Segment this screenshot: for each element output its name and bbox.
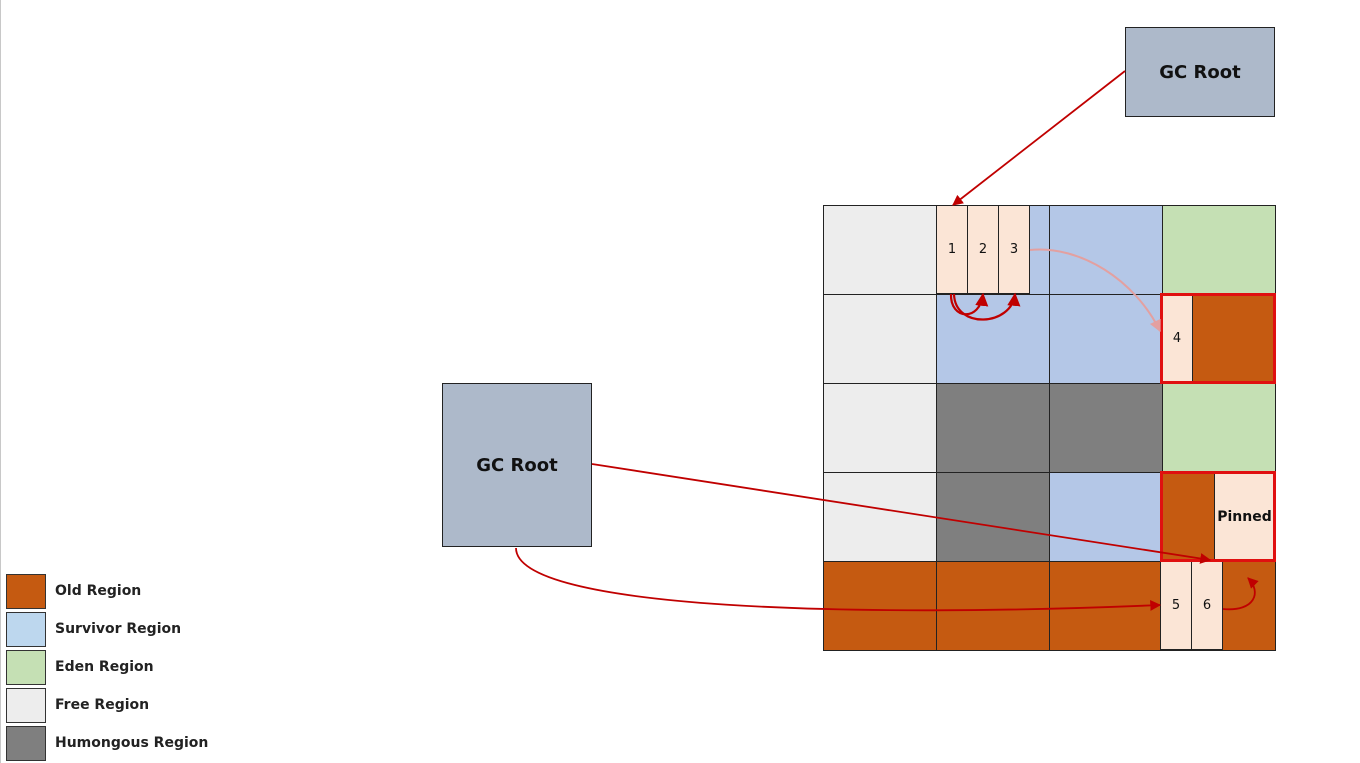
humongous-region-cell	[1049, 383, 1163, 473]
gc-root-label: GC Root	[476, 454, 558, 476]
free-region-cell	[823, 205, 937, 295]
object-2: 2	[967, 205, 999, 294]
legend-label: Survivor Region	[55, 621, 182, 637]
legend-swatch-humongous	[6, 726, 46, 761]
object-3: 3	[998, 205, 1030, 294]
legend-label: Eden Region	[55, 659, 154, 675]
humongous-region-cell	[936, 383, 1050, 473]
reference-arrow-root-to-pinned	[591, 463, 1212, 564]
legend-label: Free Region	[55, 697, 150, 713]
eden-region-cell	[1162, 205, 1276, 295]
gc-root-box-left: GC Root	[442, 383, 592, 547]
legend-label: Old Region	[55, 583, 142, 599]
reference-arrow-3-to-4	[1029, 248, 1161, 333]
reference-arrow-1-to-3	[952, 292, 1021, 321]
survivor-region-cell	[936, 294, 1050, 384]
eden-region-cell	[1162, 383, 1276, 473]
legend-swatch-eden	[6, 650, 46, 685]
reference-arrow-root-to-5	[515, 547, 1162, 612]
reference-arrow-6-to-pinned	[1222, 577, 1259, 611]
legend-swatch-old	[6, 574, 46, 609]
legend-item-free: Free Region	[6, 688, 266, 723]
object-4: 4	[1161, 294, 1193, 383]
left-edge-rule	[0, 0, 1, 763]
legend-swatch-survivor	[6, 612, 46, 647]
legend-item-eden: Eden Region	[6, 650, 266, 685]
legend-label: Humongous Region	[55, 735, 209, 751]
reference-arrow-root-to-1	[952, 70, 1126, 206]
old-region-cell	[936, 561, 1050, 651]
old-region-cell	[823, 561, 937, 651]
legend-swatch-free	[6, 688, 46, 723]
gc-root-box-top: GC Root	[1125, 27, 1275, 117]
legend-item-old: Old Region	[6, 574, 266, 609]
legend-item-humongous: Humongous Region	[6, 726, 266, 761]
legend-item-survivor: Survivor Region	[6, 612, 266, 647]
gc-root-label: GC Root	[1159, 61, 1241, 83]
